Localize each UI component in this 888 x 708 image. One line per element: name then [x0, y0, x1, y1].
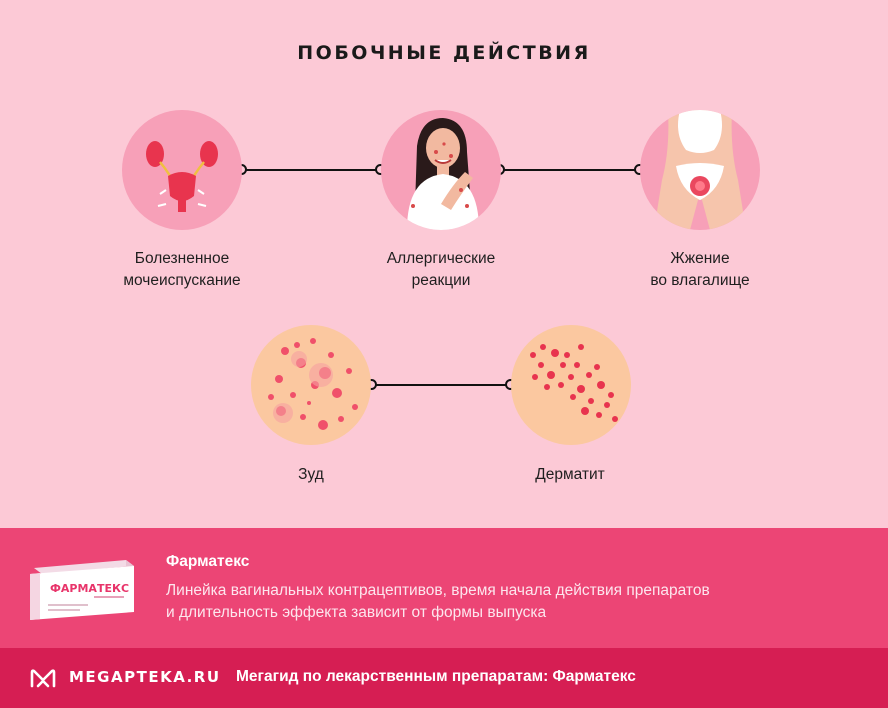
- footer-tagline: Мегагид по лекарственным препаратам: Фар…: [236, 668, 636, 685]
- dermatitis-skin-icon: [511, 325, 631, 445]
- woman-rash-icon: [381, 110, 501, 230]
- page-title: ПОБОЧНЫЕ ДЕЙСТВИЯ: [297, 42, 591, 64]
- label-itch: Зуд: [211, 464, 411, 486]
- product-band: ФАРМАТЕКС Фарматекс Линейка вагинальных …: [0, 528, 888, 648]
- product-description-line: Линейка вагинальных контрацептивов, врем…: [166, 582, 710, 599]
- product-box-image: ФАРМАТЕКС: [26, 546, 138, 631]
- product-description-line: и длительность эффекта зависит от формы …: [166, 604, 547, 621]
- itch-skin-icon: [251, 325, 371, 445]
- female-pelvis-icon: [640, 110, 760, 230]
- label-line: реакции: [411, 272, 471, 289]
- label-vaginal-burning: Жжение во влагалище: [600, 248, 800, 292]
- megapteka-logo-icon[interactable]: [30, 668, 56, 693]
- label-line: Болезненное: [134, 250, 230, 267]
- logo-text[interactable]: MEGAPTEKA.RU: [69, 668, 221, 686]
- product-description: Линейка вагинальных контрацептивов, врем…: [166, 580, 846, 624]
- label-line: Аллергические: [386, 250, 496, 267]
- label-line: Зуд: [298, 466, 324, 483]
- connector-line: [372, 384, 511, 386]
- connector-line: [242, 169, 381, 171]
- connector-line: [500, 169, 640, 171]
- label-allergic-reactions: Аллергические реакции: [341, 248, 541, 292]
- label-line: мочеиспускание: [123, 272, 241, 289]
- label-line: Жжение: [670, 250, 730, 267]
- product-box-text: ФАРМАТЕКС: [50, 582, 129, 595]
- footer: MEGAPTEKA.RU Мегагид по лекарственным пр…: [0, 648, 888, 708]
- label-dermatitis: Дерматит: [470, 464, 670, 486]
- urinary-organs-icon: [122, 110, 242, 230]
- label-painful-urination: Болезненное мочеиспускание: [82, 248, 282, 292]
- label-line: Дерматит: [535, 466, 605, 483]
- product-name: Фарматекс: [166, 553, 250, 570]
- label-line: во влагалище: [650, 272, 750, 289]
